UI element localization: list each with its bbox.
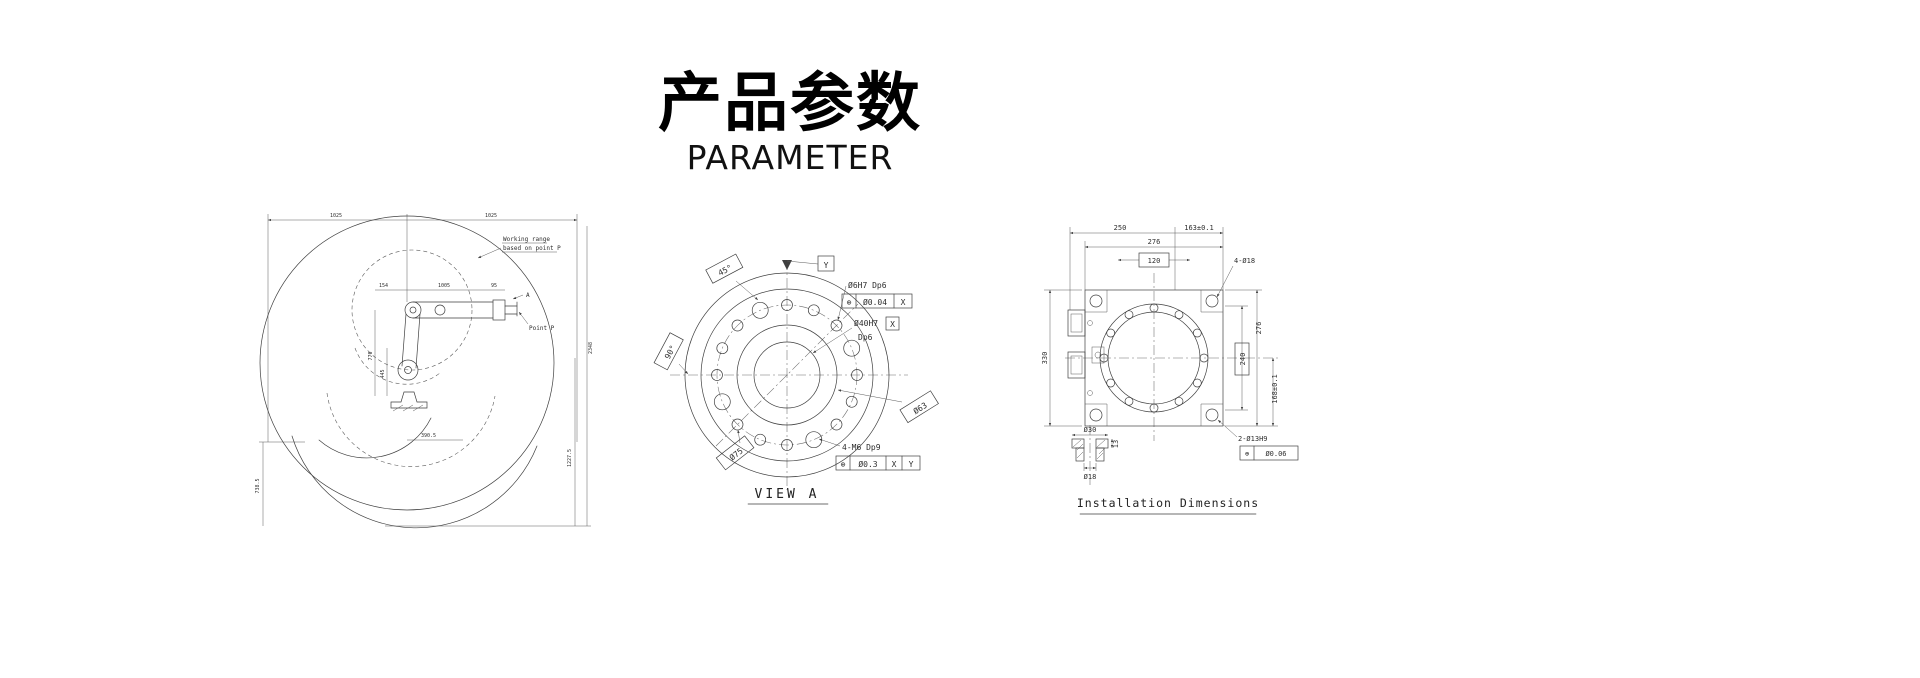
wr-dim-left-lower: 738.5 [255,478,261,493]
inst-dim-330: 330 [1041,352,1049,365]
va-angle-90: 90° [653,332,689,375]
va-tap-spec: 4-M6 Dp9 [842,443,881,452]
va-datum-y: Y [782,255,835,272]
wr-view-arrow-label: A [526,292,530,299]
inst-dim-13: 13 [1112,440,1120,448]
va-fcf-taps-tol: Ø0.3 [858,459,877,469]
va-fcf-holes: ⊕ Ø0.04 X [841,293,913,309]
va-fcf-taps: ⊕ Ø0.3 X Y [835,455,921,471]
wr-dim-height-upper: 770 [368,351,374,360]
va-centerlines [670,260,908,490]
inst-section-view: Ø30 13 Ø18 [1071,425,1120,485]
inst-caption-text: Installation Dimensions [1077,496,1259,510]
wr-note-line2: based on point P [503,245,561,252]
va-datum-y-label: Y [824,261,829,270]
inst-left-dimension: 330 [1041,289,1082,427]
wr-dim-right-inner: 1227.5 [567,449,573,467]
inst-dowel-callout: 2-Ø13H9 ⊕ Ø0.06 [1217,419,1299,461]
page-title: 产品参数 [658,67,922,141]
va-fcf-holes-tol: Ø0.04 [863,297,887,307]
inst-top-dimensions: 250 163±0.1 276 120 4-Ø18 [1069,224,1255,310]
va-bore-callout: Ø40H7 X Dp6 [812,316,900,354]
wr-point-p-label: Point P [529,325,555,332]
va-fcf-taps-datum1: X [892,460,897,469]
wr-inner-dimensions: 154 1005 95 770 445 390.5 [368,283,505,441]
va-flange-circles [684,272,890,478]
inst-right-dimensions: 240 276 168±0.1 [1225,289,1279,427]
inst-dim-2d13: 2-Ø13H9 [1238,435,1268,443]
va-caption: VIEW A [747,487,829,505]
inst-dim-d30: Ø30 [1084,426,1097,434]
inst-caption: Installation Dimensions [1077,496,1259,515]
inst-dim-276-right: 276 [1255,322,1263,335]
wr-dim-base-width: 390.5 [421,433,436,439]
inst-fcf: ⊕ Ø0.06 [1239,445,1299,461]
wr-dim-reach: 1005 [438,283,450,289]
va-hole-spec: Ø6H7 Dp6 [848,280,887,290]
inst-fcf-symbol: ⊕ [1245,450,1250,458]
inst-centerlines [1065,273,1278,441]
wr-point-p: Point P A [512,292,555,332]
inst-dim-120: 120 [1148,257,1161,265]
inst-dim-163: 163±0.1 [1184,224,1214,232]
va-fcf-holes-datum: X [901,298,906,307]
wr-note-line1: Working range [503,236,550,243]
va-bore-depth: Dp6 [858,333,873,342]
inst-dim-250: 250 [1114,224,1127,232]
wr-dim-top-left: 1025 [330,213,342,219]
inst-dim-4d18: 4-Ø18 [1234,257,1255,265]
inst-dim-276-top: 276 [1148,238,1161,246]
va-fcf-holes-symbol: ⊕ [847,298,852,307]
inst-bore [1099,303,1209,413]
inst-dim-240: 240 [1239,353,1247,366]
va-fcf-taps-symbol: ⊕ [841,460,846,469]
installation-drawing: 250 163±0.1 276 120 4-Ø18 330 240 [1041,224,1299,515]
va-dia75-callout: Ø75 [715,429,755,471]
va-dia63-label: Ø63 [911,400,929,416]
wr-note: Working range based on point P [477,236,561,259]
va-angle-45: 45° [705,253,759,301]
va-bore-spec: Ø40H7 [854,318,878,328]
page-subtitle: PARAMETER [686,138,894,177]
working-range-drawing: 1025 1025 2348 1227.5 738.5 [255,213,594,529]
view-a-drawing: Y 45° 90° Ø6H7 Dp6 ⊕ Ø0.04 [653,253,939,505]
va-caption-text: VIEW A [755,487,820,502]
wr-dim-offset-rear: 154 [379,283,388,289]
va-angle-90-label: 90° [663,344,678,361]
wr-dim-offset-front: 95 [491,283,497,289]
va-datum-x-label: X [890,320,895,329]
inst-plate [1067,289,1224,427]
wr-dim-top-right: 1025 [485,213,497,219]
va-tap-callout: 4-M6 Dp9 ⊕ Ø0.3 X Y [818,438,921,471]
inst-dim-168: 168±0.1 [1271,374,1279,404]
wr-envelope [259,215,555,529]
va-angle-45-label: 45° [717,263,734,278]
wr-dimension-lines [259,214,591,527]
wr-dim-right-outer: 2348 [588,342,594,354]
wr-dim-height-lower: 445 [380,369,386,378]
inst-fcf-tol: Ø0.06 [1265,450,1286,458]
va-dia63-callout: Ø63 [837,389,939,424]
va-fcf-taps-datum2: Y [909,460,914,469]
va-hole-callout: Ø6H7 Dp6 ⊕ Ø0.04 X [837,280,913,321]
wr-robot-silhouette [390,299,518,412]
inst-dim-d18: Ø18 [1084,473,1097,481]
